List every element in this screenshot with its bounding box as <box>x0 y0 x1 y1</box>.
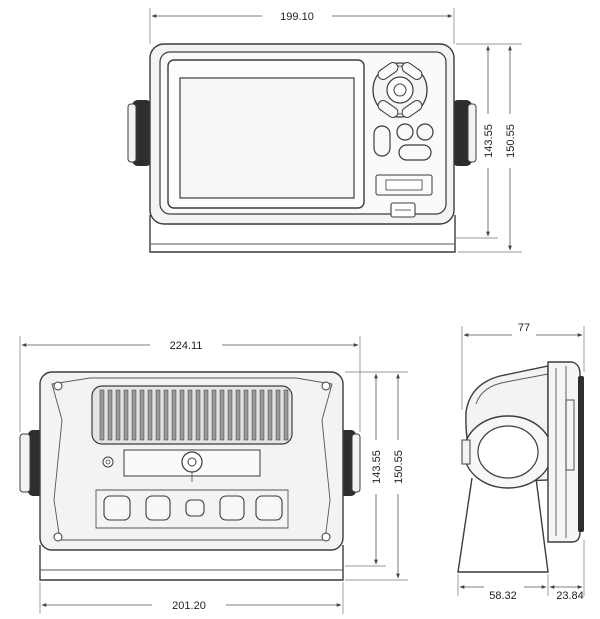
rear-port-2 <box>145 495 171 521</box>
front-view <box>127 43 477 253</box>
heatsink-fin <box>179 389 185 441</box>
heatsink-fin <box>203 389 209 441</box>
heatsink-fin <box>251 389 257 441</box>
side-depth-label: 77 <box>518 322 530 334</box>
front-dimensions: 199.10 143.55 150.55 <box>149 8 522 253</box>
side-bracket-leg <box>457 477 549 573</box>
heatsink-fin <box>147 389 153 441</box>
key-round-1 <box>396 123 414 141</box>
heatsink-fin <box>267 389 273 441</box>
front-height-outer-label: 150.55 <box>505 124 517 158</box>
rear-view <box>19 371 361 581</box>
rear-port-4 <box>219 495 245 521</box>
key-round-2 <box>416 123 434 141</box>
right-knob <box>452 100 472 166</box>
front-height-inner-label: 143.55 <box>483 124 495 158</box>
side-unit-body <box>547 361 581 543</box>
heatsink-fin <box>275 389 281 441</box>
heatsink-fins <box>99 389 289 441</box>
rear-inner-frame <box>51 377 333 541</box>
key-wide <box>398 144 432 161</box>
heatsink-fin <box>219 389 225 441</box>
side-base-label: 58.32 <box>489 590 517 602</box>
connector-bay <box>95 489 289 529</box>
heatsink-fin <box>195 389 201 441</box>
heatsink-fin <box>283 389 289 441</box>
rear-port-5 <box>255 495 283 521</box>
rear-port-3 <box>185 499 205 517</box>
heatsink-fin <box>123 389 129 441</box>
heatsink-fin <box>227 389 233 441</box>
side-view <box>457 361 584 573</box>
heatsink-fin <box>155 389 161 441</box>
rear-port-1 <box>103 495 131 521</box>
display-screen <box>179 77 355 199</box>
side-front-label: 23.84 <box>556 590 584 602</box>
side-knob-inner <box>477 425 539 479</box>
rear-height-inner-label: 143.55 <box>371 450 383 484</box>
front-width-label: 199.10 <box>280 11 314 23</box>
side-dimensions: 77 58.32 23.84 <box>457 322 585 602</box>
heatsink-fin <box>235 389 241 441</box>
heatsink-fin <box>171 389 177 441</box>
left-knob <box>132 100 152 166</box>
key-left-pill <box>373 125 391 157</box>
heatsink-fin <box>187 389 193 441</box>
heatsink-fin <box>163 389 169 441</box>
rear-dimensions: 224.11 201.20 143.55 150.55 <box>19 336 408 614</box>
keypad <box>372 62 434 218</box>
rear-height-outer-label: 150.55 <box>393 450 405 484</box>
heatsink-fin <box>243 389 249 441</box>
heatsink-fin <box>131 389 137 441</box>
rear-width-bottom-label: 201.20 <box>172 600 206 612</box>
rear-base-stand <box>39 545 344 581</box>
heatsink-fin <box>259 389 265 441</box>
heatsink-fin <box>139 389 145 441</box>
heatsink-fin <box>107 389 113 441</box>
heatsink-fin <box>115 389 121 441</box>
front-base-stand <box>149 215 456 253</box>
heatsink-fin <box>99 389 105 441</box>
side-front-bezel <box>578 376 584 532</box>
rear-width-top-label: 224.11 <box>170 340 203 352</box>
heatsink-fin <box>211 389 217 441</box>
